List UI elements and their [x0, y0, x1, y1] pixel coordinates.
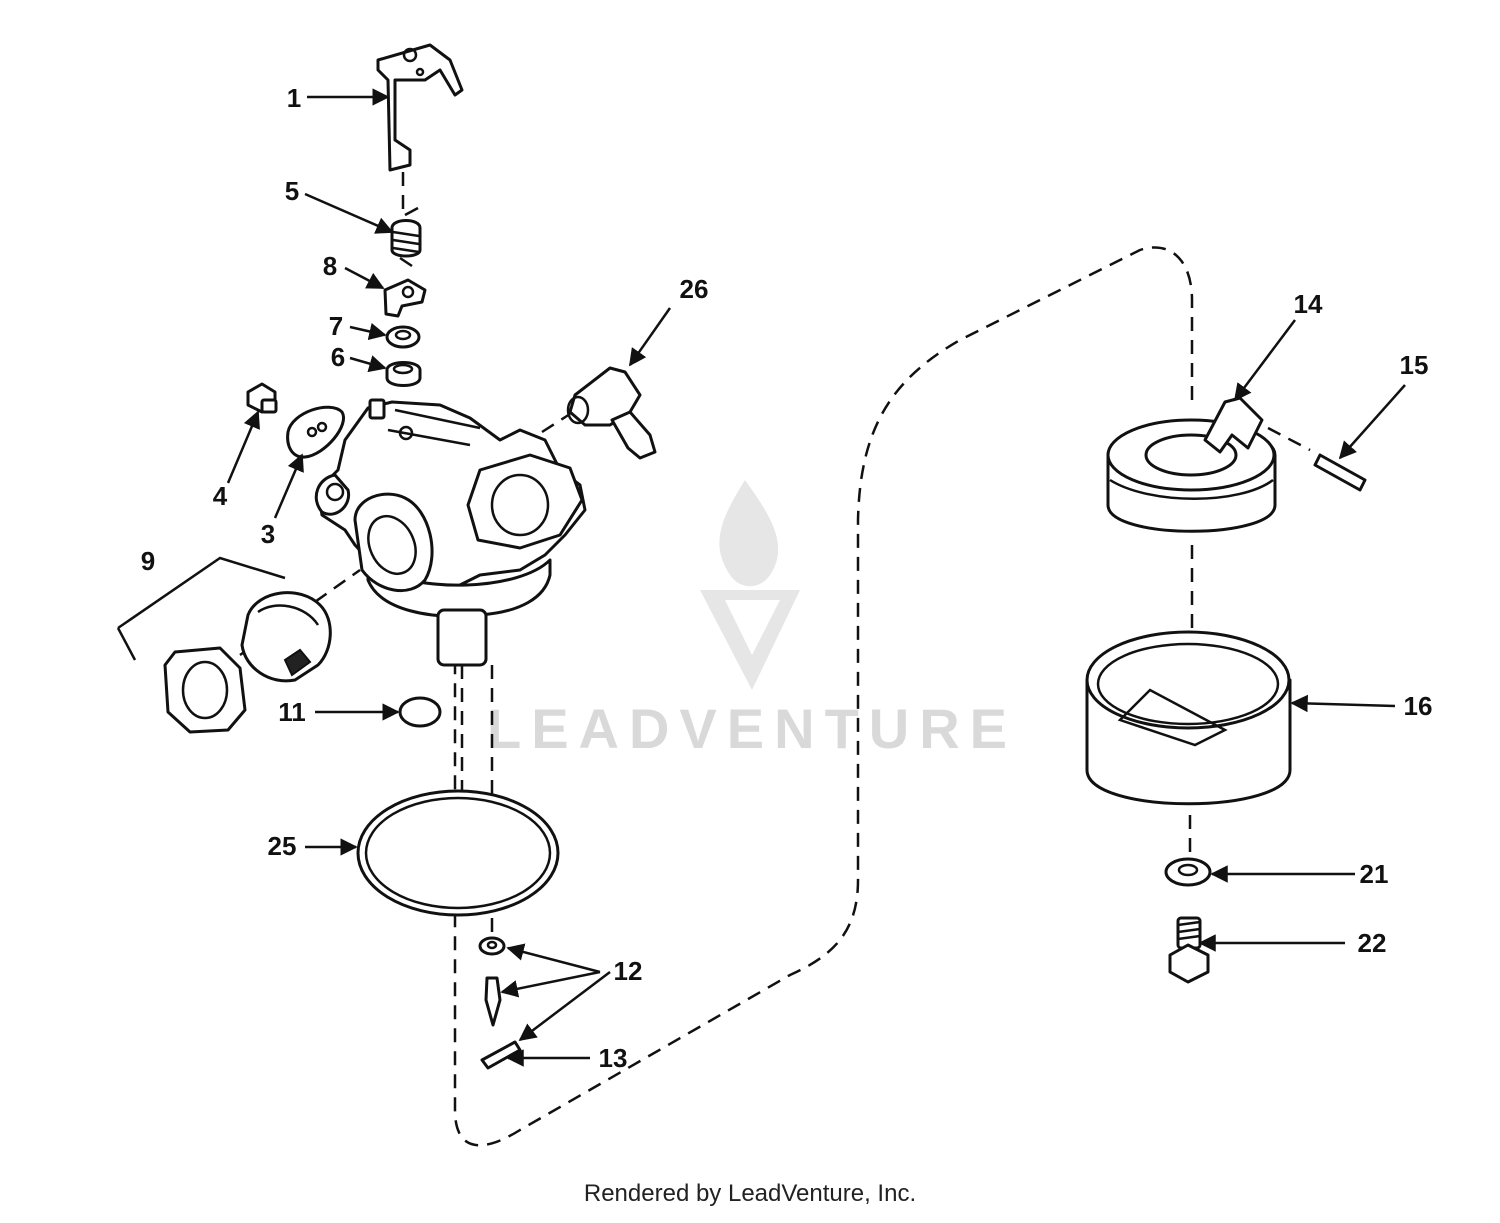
part-11-disc: [398, 696, 442, 728]
callout-21: 21: [1360, 859, 1389, 889]
callout-11: 11: [278, 697, 306, 727]
part-25-o-ring: [356, 789, 560, 917]
part-12-needle-seat: [478, 936, 506, 1027]
watermark-brand-text: LEADVENTURE: [487, 697, 1017, 760]
callout-13: 13: [599, 1043, 628, 1073]
part-14-float: [1106, 396, 1277, 533]
part-5-spring: [390, 206, 422, 268]
callout-7: 7: [329, 311, 343, 341]
carburetor-body: [314, 398, 587, 667]
axis-14-15: [1267, 426, 1311, 452]
callout-9: 9: [141, 546, 155, 576]
part-7-washer: [385, 325, 421, 349]
callout-6: 6: [331, 342, 345, 372]
part-13-clip: [480, 1040, 522, 1070]
leader-lines: [226, 88, 1406, 1067]
part-15-pin: [1313, 453, 1367, 492]
callout-1: 1: [287, 83, 301, 113]
callout-12: 12: [614, 956, 643, 986]
callout-26: 26: [680, 274, 709, 304]
callout-25: 25: [268, 831, 297, 861]
part-6-seal: [385, 361, 422, 387]
part-1-throttle-lever: [376, 43, 464, 172]
part-22-bolt: [1168, 916, 1210, 984]
part-26-fitting: [566, 366, 657, 460]
part-16-float-bowl: [1085, 630, 1292, 806]
callout-22: 22: [1358, 928, 1387, 958]
callout-15: 15: [1400, 350, 1429, 380]
watermark: LEADVENTURE: [487, 480, 1017, 760]
callout-14: 14: [1294, 289, 1323, 319]
part-8-bracket: [383, 278, 427, 318]
part-9-primer-assembly: [116, 556, 332, 734]
callout-5: 5: [285, 176, 299, 206]
callout-4: 4: [213, 481, 228, 511]
part-21-washer: [1164, 857, 1212, 887]
callout-labels: 1 5 8 7 6 4 3 9 11 25 26 12 13 14 15 16 …: [141, 83, 1433, 1073]
part-3-throttle-plate: [286, 405, 345, 459]
callout-3: 3: [261, 519, 275, 549]
callout-8: 8: [323, 251, 337, 281]
callout-16: 16: [1404, 691, 1433, 721]
assembly-dashed-path: [453, 246, 1194, 1147]
axis-body-26: [541, 412, 571, 434]
part-4-screw: [246, 382, 278, 414]
footer-credit: Rendered by LeadVenture, Inc.: [583, 1180, 917, 1207]
flame-v-logo-icon: [700, 480, 800, 690]
